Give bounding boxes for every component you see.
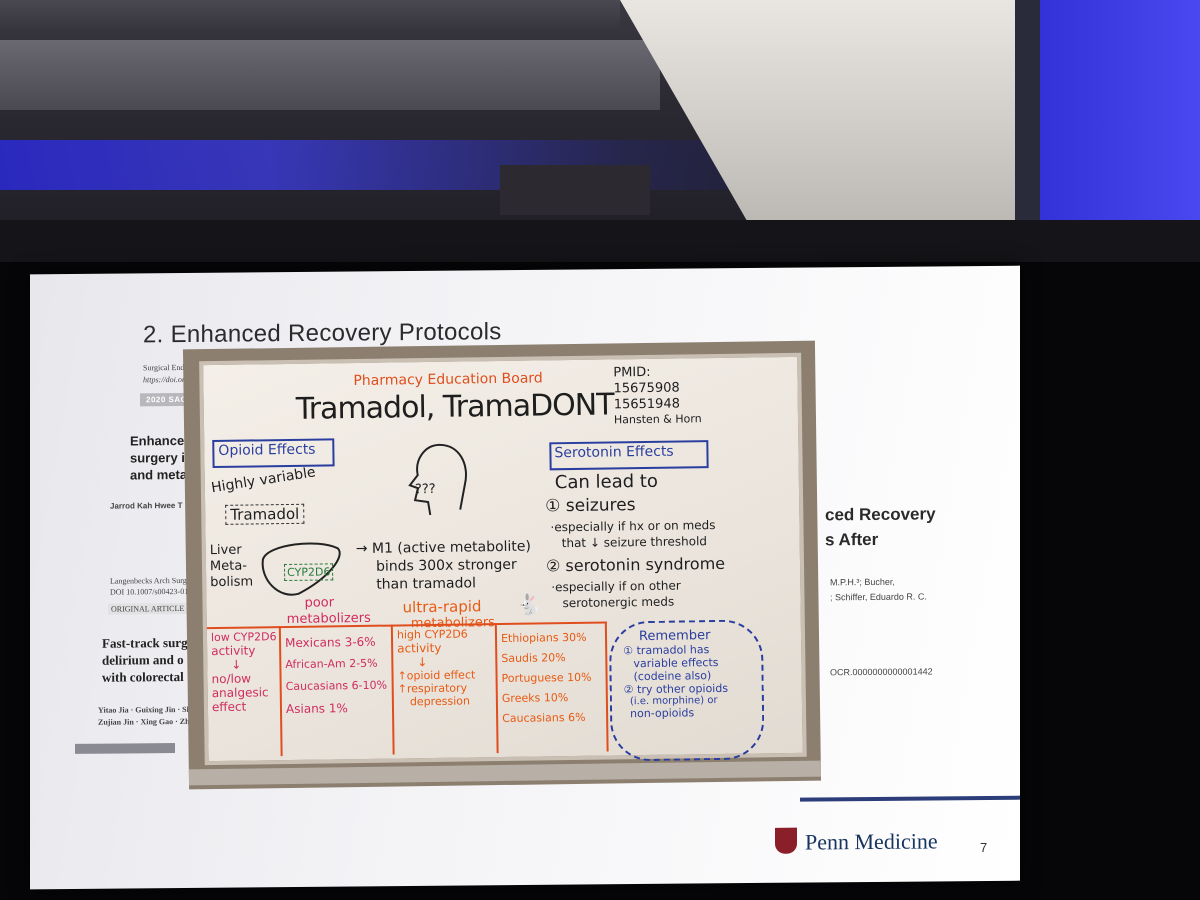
col4-line: Caucasians 6% [502,710,586,726]
whiteboard-image: Pharmacy Education Board Tramadol, Trama… [182,340,822,790]
right-paper-authors-line1: M.P.H.³; Bucher, [830,576,895,588]
tramadol-label: Tramadol [225,503,305,525]
marker-tray [188,760,821,786]
col4-line: Portuguese 10% [501,670,592,686]
liver-label: Liver [209,542,242,559]
paper2-title-line2: delirium and o [102,651,184,668]
pmid-1: 15675908 [613,380,680,397]
board-title: Tramadol, TramaDONT [295,387,614,427]
slide-title: 2. Enhanced Recovery Protocols [143,318,502,349]
opioid-heading: Opioid Effects [218,441,316,459]
col2-poor-populations: Mexicans 3-6% African-Am 2-5% Caucasians… [285,631,392,720]
metabolism-label-1: Meta- [209,558,248,575]
page-number: 7 [980,839,988,856]
seizures: ① seizures [545,495,636,517]
col4-line: Ethiopians 30% [500,630,587,646]
m1-line-2: binds 300x stronger [375,556,517,575]
rabbit-icon: 🐇 [516,592,542,617]
liver-drawing [261,542,341,596]
can-lead-to: Can lead to [554,470,659,494]
col2-line: African-Am 2-5% [285,656,378,672]
blue-wall-light [1040,0,1200,220]
face-drawing [408,443,467,516]
col1-line: low CYP2D6 [210,630,277,645]
pmid-label: PMID: [613,364,651,381]
whiteboard-surface: Pharmacy Education Board Tramadol, Trama… [199,352,807,766]
remember-note: Remember ① tramadol has variable effects… [623,628,754,721]
col4-line: Greeks 10% [501,691,569,706]
brand-logo: Penn Medicine [805,828,938,855]
ceiling-beam [620,0,1080,240]
col3-line: activity [397,640,442,656]
col4-line: Saudis 20% [501,651,566,666]
col4-ultra-populations: Ethiopians 30% Saudis 20% Portuguese 10%… [501,628,606,729]
divider-bar [75,743,175,754]
col3-high-activity: high CYP2D6 activity ↓ ↑opioid effect ↑r… [397,627,496,708]
col1-line: effect [211,699,247,715]
poor-label: poor [304,595,335,611]
paper2-title-line1: Fast-track surger [102,634,200,651]
col1-line: analgesic [211,685,269,701]
right-paper-doi: OCR.0000000000001442 [830,666,933,678]
highly-variable: Highly variable [210,464,317,497]
paper2-title-line3: with colorectal [102,668,184,685]
syndrome-note-1: ·especially if on other [551,578,681,595]
metabolism-label-2: bolism [210,574,254,591]
col1-line: activity [211,643,256,659]
col2-line: Caucasians 6-10% [285,678,388,694]
accent-bar [800,795,1020,802]
seizures-note-1: ·especially if hx or on meds [550,518,716,535]
m1-line-1: → M1 (active metabolite) [355,538,532,558]
serotonin-syndrome: ② serotonin syndrome [545,553,726,576]
pmid-2: 15651948 [613,396,681,413]
board-header: Pharmacy Education Board [353,370,543,390]
right-paper-title-line1: ced Recovery [825,504,936,525]
col3-line: depression [409,694,471,709]
right-paper-title-line2: s After [825,529,879,550]
ceiling-panel [0,0,620,30]
penn-shield-icon [775,827,797,854]
question-marks: ??? [414,481,436,498]
ceiling-vent [500,165,650,215]
cyp2d6-enzyme: CYP2D6 [283,563,334,582]
original-article-badge: ORIGINAL ARTICLE [108,602,188,615]
seizures-note-2: that ↓ seizure threshold [561,534,708,551]
col1-line: no/low [211,671,252,687]
col1-low-activity: low CYP2D6 activity ↓ no/low analgesic e… [211,630,280,714]
serotonin-heading: Serotonin Effects [554,443,674,462]
syndrome-note-2: serotonergic meds [562,594,675,611]
references: Hansten & Horn [613,412,702,427]
col2-line: Mexicans 3-6% [284,634,376,651]
right-paper-authors-line2: ; Schiffer, Eduardo R. C. [830,591,927,603]
m1-line-3: than tramadol [376,575,477,593]
ceiling-soffit [0,40,660,110]
remember-line: non-opioids [629,706,695,721]
col2-line: Asians 1% [285,701,348,717]
paper-author: Jarrod Kah Hwee T [110,500,183,511]
ceiling [0,0,1200,270]
ultra-rapid-1: ultra-rapid [402,597,482,617]
